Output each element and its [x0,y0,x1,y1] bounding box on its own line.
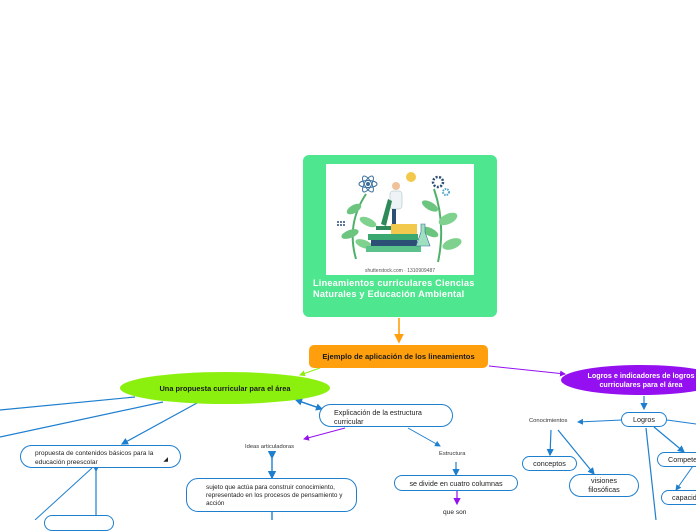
node-capacidades[interactable]: capacidades [661,490,696,505]
node-logros-label: Logros [633,415,655,424]
node-capacidades-label: capacidades [672,493,696,502]
node-propuesta-contenidos-label: propuesta de contenidos básicos para la … [35,450,154,466]
label-ideas-articuladoras[interactable]: Ideas articuladoras [245,444,294,450]
root-title: Lineamientos curriculares Ciencias Natur… [313,278,475,299]
node-child-offscreen[interactable] [44,515,114,531]
node-explicacion-estructura[interactable]: Explicación de la estructura curricular [319,404,453,427]
image-caption: shutterstock.com · 1310909487 [365,268,435,274]
node-divide-label: se divide en cuatro columnas [409,479,503,488]
node-conceptos-label: conceptos [533,459,566,468]
node-logros-indicadores-label: Logros e indicadores de logros curricula… [587,371,695,389]
node-visiones-label: visiones filosóficas [588,476,620,494]
node-divide-columnas[interactable]: se divide en cuatro columnas [394,475,518,491]
node-sujeto-label: sujeto que actúa para construir conocimi… [206,484,343,507]
node-sujeto[interactable]: sujeto que actúa para construir conocimi… [186,478,357,512]
expand-corner-icon[interactable]: ◢ [163,456,168,463]
node-propuesta-curricular[interactable]: Una propuesta curricular para el área [120,372,330,404]
connector-lines [0,318,696,520]
node-ejemplo-label: Ejemplo de aplicación de los lineamiento… [322,352,475,361]
node-conceptos[interactable]: conceptos [522,456,577,471]
node-logros-indicadores[interactable]: Logros e indicadores de logros curricula… [561,365,696,395]
label-que-son[interactable]: que son [443,509,467,516]
node-competencias[interactable]: Competencias [657,452,696,467]
node-logros[interactable]: Logros [621,412,667,427]
node-ejemplo-aplicacion[interactable]: Ejemplo de aplicación de los lineamiento… [309,345,488,368]
node-propuesta-label: Una propuesta curricular para el área [159,383,291,393]
label-conocimientos[interactable]: Conocimientos [529,418,568,424]
node-visiones[interactable]: visiones filosóficas [569,474,639,497]
science-illustration-image: shutterstock.com · 1310909487 [326,164,474,275]
node-propuesta-contenidos[interactable]: propuesta de contenidos básicos para la … [20,445,181,468]
label-estructura[interactable]: Estructura [439,451,466,457]
node-competencias-label: Competencias [668,455,696,464]
node-explicacion-label: Explicación de la estructura curricular [334,408,422,426]
